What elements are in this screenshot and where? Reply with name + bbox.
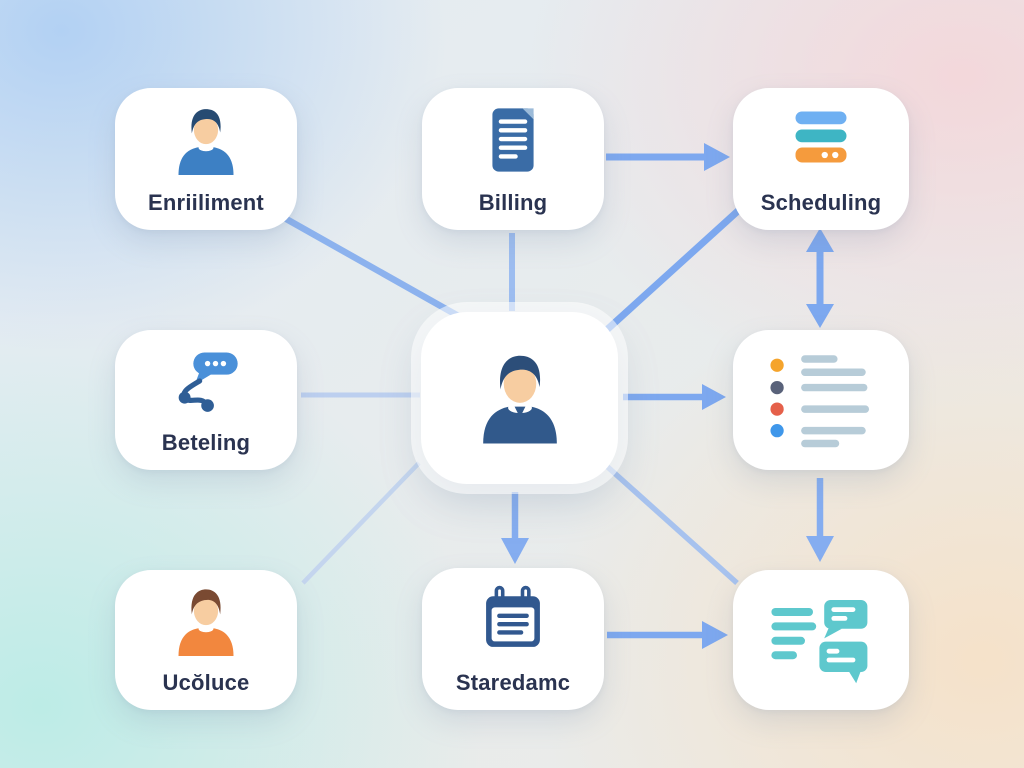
- connector-staredamc-messages: [607, 621, 728, 649]
- node-label: Enriiliment: [148, 190, 264, 215]
- node-profile-center: [421, 312, 618, 484]
- icon-wrap: [733, 330, 909, 470]
- chat-messages-icon: [771, 600, 868, 684]
- connector-center-list: [623, 384, 726, 410]
- icon-wrap: [115, 570, 297, 672]
- person-blue-icon: [178, 109, 234, 175]
- node-scheduling: Scheduling: [733, 88, 909, 230]
- connector-list-messages: [806, 478, 834, 562]
- node-staredamc: Staredamc: [422, 568, 604, 710]
- icon-wrap: [422, 568, 604, 672]
- connector-scheduling-list: [806, 228, 834, 328]
- connector-center-messages: [599, 458, 739, 586]
- bullet-list-icon: [770, 355, 870, 448]
- node-label: Staredamc: [455, 670, 571, 695]
- connector-billing-scheduling: [606, 143, 730, 171]
- stacked-bars-icon: [795, 111, 847, 163]
- person-navy-icon: [482, 355, 557, 444]
- connector-center-ucoluce: [301, 461, 421, 585]
- icon-wrap: [733, 570, 909, 710]
- icon-wrap: [421, 312, 618, 484]
- node-enrollment: Enriiliment: [115, 88, 297, 230]
- node-ucoluce: Ucŏluce: [115, 570, 297, 710]
- node-label: Ucŏluce: [162, 670, 250, 695]
- icon-wrap: [115, 88, 297, 192]
- connector-center-staredamc: [501, 492, 529, 564]
- connector-center-scheduling: [597, 207, 742, 339]
- node-beteling: Beteling: [115, 330, 297, 470]
- document-icon: [492, 108, 534, 172]
- chat-flow-icon: [178, 352, 238, 412]
- person-orange-icon: [178, 589, 234, 656]
- node-billing: Billing: [422, 88, 604, 230]
- icon-wrap: [422, 88, 604, 192]
- calendar-icon: [486, 585, 540, 647]
- node-label: Beteling: [161, 430, 251, 455]
- node-label: Scheduling: [760, 190, 882, 215]
- node-label: Billing: [478, 190, 548, 215]
- node-task-list: [733, 330, 909, 470]
- icon-wrap: [733, 88, 909, 192]
- icon-wrap: [115, 330, 297, 432]
- node-messages: [733, 570, 909, 710]
